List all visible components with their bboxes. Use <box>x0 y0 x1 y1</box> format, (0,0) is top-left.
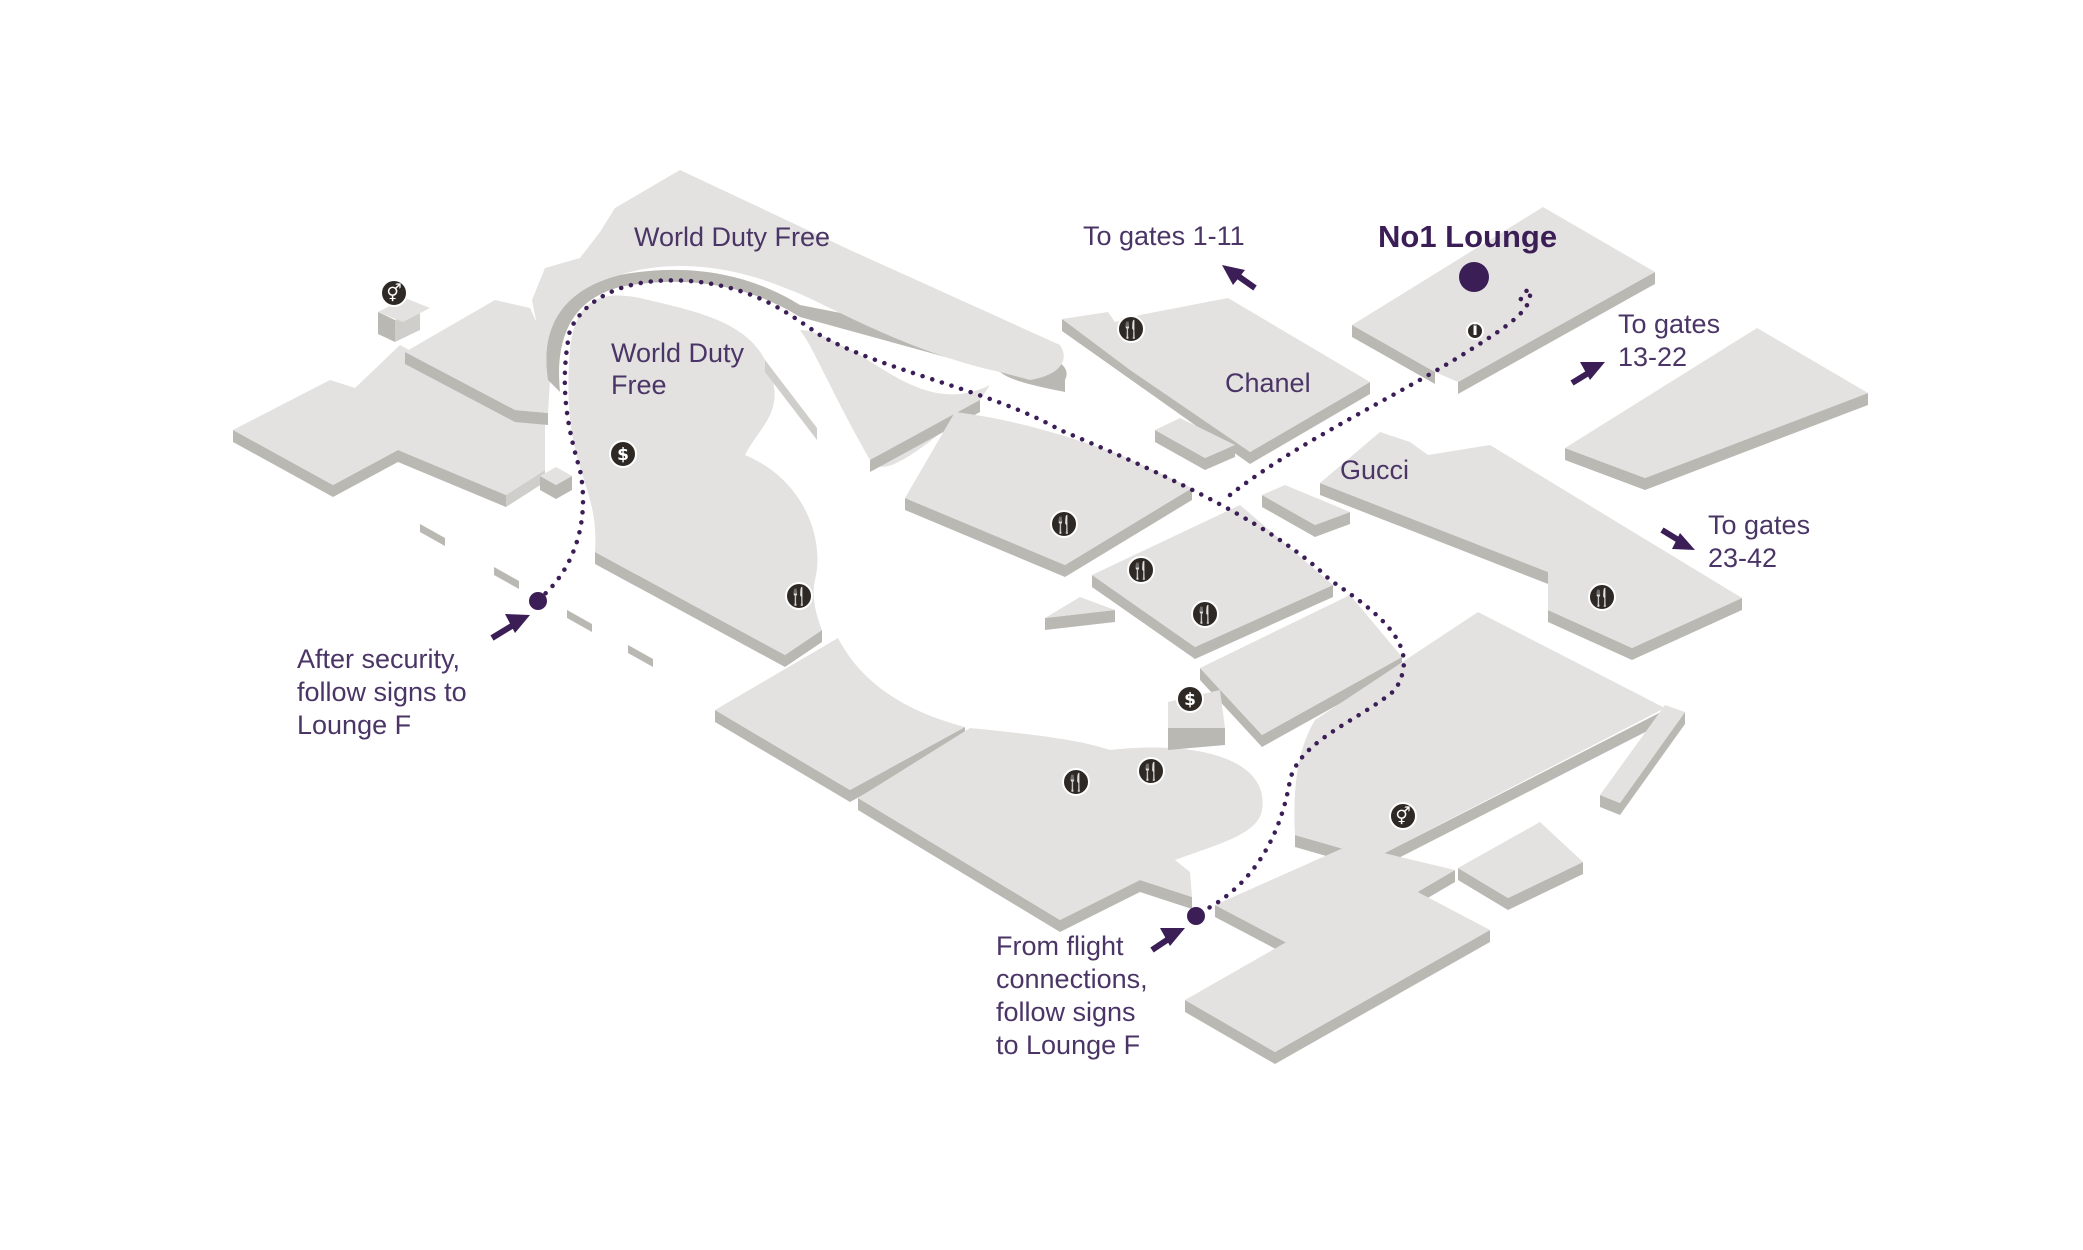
restaurant-icon[interactable]: 🍴 <box>1062 768 1090 796</box>
block-center-bottom <box>1200 595 1402 747</box>
restaurant-icon[interactable]: 🍴 <box>785 582 813 610</box>
restaurant-icon[interactable]: 🍴 <box>1127 556 1155 584</box>
svg-text:🍴: 🍴 <box>1053 514 1074 535</box>
arrow-after-security <box>490 614 530 641</box>
route-after-security <box>535 278 1407 918</box>
restaurant-icon[interactable]: 🍴 <box>1117 315 1145 343</box>
label-no1-lounge[interactable]: No1 Lounge <box>1378 219 1557 254</box>
no1-lounge-dot[interactable] <box>1459 262 1489 292</box>
block-gucci <box>1320 432 1742 660</box>
svg-text:🍴: 🍴 <box>1130 560 1151 581</box>
restaurant-icon[interactable]: 🍴 <box>1588 583 1616 611</box>
label-gates-23-42-2: 23-42 <box>1708 543 1777 573</box>
svg-text:⚥: ⚥ <box>386 283 401 304</box>
security-gates <box>420 524 653 667</box>
arrow-gates-1-11 <box>1222 265 1257 291</box>
block-center-lower <box>1045 505 1333 659</box>
label-gates-23-42: To gates <box>1708 510 1810 540</box>
entry-points <box>529 262 1489 925</box>
svg-text:$: $ <box>1184 690 1196 710</box>
walking-routes <box>535 278 1534 918</box>
block-bottom-right <box>1185 822 1583 1064</box>
svg-text:⚥: ⚥ <box>1395 806 1410 827</box>
label-flight-connections-2: connections, <box>996 964 1148 994</box>
toilets-icon[interactable]: ⚥ <box>380 279 408 307</box>
label-world-duty-free-lower: World Duty <box>611 338 745 368</box>
poi-icons: 🍴 🍴 🍴 🍴 🍴 🍴 🍴 🍴 ⚥ ⚥ $ <box>380 279 1616 830</box>
block-world-duty-free-lower <box>568 295 822 667</box>
after-security-dot <box>529 592 547 610</box>
currency-exchange-icon[interactable]: $ <box>609 440 637 468</box>
flight-connections-dot <box>1187 907 1205 925</box>
svg-text:🍴: 🍴 <box>1591 587 1612 608</box>
block-far-right <box>1565 328 1868 490</box>
building-blocks <box>233 170 1868 1064</box>
label-world-duty-free-upper: World Duty Free <box>634 222 830 252</box>
svg-text:i: i <box>1472 320 1478 340</box>
block-world-duty-free-upper <box>532 170 1067 392</box>
label-chanel: Chanel <box>1225 368 1311 398</box>
currency-exchange-icon[interactable]: $ <box>1176 685 1204 713</box>
restaurant-icon[interactable]: 🍴 <box>1050 510 1078 538</box>
label-flight-connections-4: to Lounge F <box>996 1030 1140 1060</box>
label-flight-connections-3: follow signs <box>996 997 1136 1027</box>
block-lower-left <box>715 638 1263 932</box>
label-world-duty-free-lower-2: Free <box>611 370 667 400</box>
block-small-gucci <box>1262 485 1350 537</box>
restaurant-icon[interactable]: 🍴 <box>1137 757 1165 785</box>
block-right-lower <box>1294 612 1685 870</box>
label-after-security-2: follow signs to <box>297 677 467 707</box>
block-no1-lounge <box>1352 207 1655 394</box>
label-gates-13-22-2: 13-22 <box>1618 342 1687 372</box>
information-icon[interactable]: i <box>1466 320 1484 340</box>
map-labels: World Duty Free World Duty Free Chanel G… <box>297 219 1810 1060</box>
toilets-icon[interactable]: ⚥ <box>1389 802 1417 830</box>
label-after-security-3: Lounge F <box>297 710 411 740</box>
direction-arrows <box>490 265 1695 953</box>
block-left-mid <box>405 300 550 425</box>
svg-text:🍴: 🍴 <box>1140 761 1161 782</box>
arrow-flight-connections <box>1150 928 1185 953</box>
restaurant-icon[interactable]: 🍴 <box>1191 600 1219 628</box>
label-after-security-1: After security, <box>297 644 460 674</box>
svg-text:$: $ <box>617 445 629 465</box>
svg-text:🍴: 🍴 <box>1120 319 1141 340</box>
block-small-center <box>1155 418 1235 470</box>
label-flight-connections-1: From flight <box>996 931 1124 961</box>
arrow-gates-23-42 <box>1660 527 1695 550</box>
label-gates-1-11: To gates 1-11 <box>1083 221 1245 251</box>
svg-text:🍴: 🍴 <box>1194 604 1215 625</box>
label-gates-13-22: To gates <box>1618 309 1720 339</box>
label-gucci: Gucci <box>1340 455 1409 485</box>
arrow-gates-13-22 <box>1570 362 1605 386</box>
block-center-restaurants <box>905 412 1192 577</box>
svg-text:🍴: 🍴 <box>1065 772 1086 793</box>
svg-text:🍴: 🍴 <box>788 586 809 607</box>
